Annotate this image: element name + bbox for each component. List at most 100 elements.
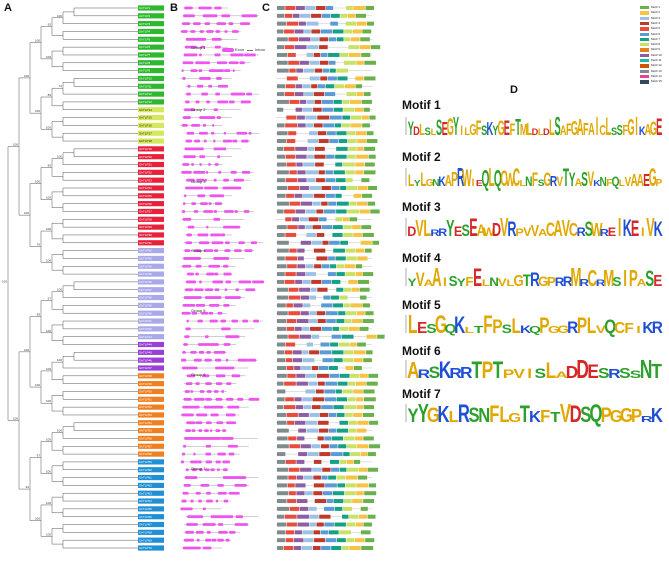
motif-block bbox=[316, 311, 326, 316]
motif-block bbox=[364, 60, 376, 65]
exon-block bbox=[184, 288, 194, 292]
motif-block bbox=[285, 178, 298, 183]
exon-block bbox=[208, 69, 217, 73]
motif-block bbox=[319, 350, 332, 355]
logo-residue: P bbox=[601, 404, 612, 428]
exon-block bbox=[180, 507, 193, 511]
exon-block bbox=[186, 280, 197, 284]
motif-legend-swatch bbox=[640, 27, 649, 31]
motif-block bbox=[336, 146, 348, 151]
motif-block bbox=[356, 491, 364, 496]
motif-block bbox=[319, 45, 328, 50]
motif-block bbox=[353, 232, 363, 237]
logo-residue: Y bbox=[446, 215, 455, 241]
motif-block bbox=[296, 499, 308, 504]
logo-residue: V bbox=[498, 276, 508, 289]
motif-block bbox=[277, 52, 288, 57]
gene-tip-box bbox=[138, 482, 164, 488]
motif-block bbox=[318, 139, 329, 144]
motif-block bbox=[277, 13, 285, 18]
logo-residue: D bbox=[543, 127, 550, 137]
exon-block bbox=[240, 100, 251, 104]
motif-legend-swatch bbox=[640, 6, 649, 10]
motif-block bbox=[303, 162, 315, 167]
exon-block bbox=[206, 100, 210, 104]
exon-block bbox=[183, 155, 196, 159]
bootstrap-label: 100 bbox=[13, 416, 18, 420]
motif-block bbox=[344, 405, 356, 410]
gene-tip-label: GhTLP15 bbox=[139, 116, 152, 120]
exon-block bbox=[184, 476, 198, 479]
motif-block bbox=[330, 295, 339, 300]
motif-block bbox=[339, 459, 347, 464]
motif-block bbox=[285, 272, 296, 277]
motif-block bbox=[277, 21, 287, 26]
exon-block bbox=[221, 390, 225, 393]
gene-tip-box bbox=[138, 224, 164, 230]
motif-6-title: Motif 6 bbox=[402, 344, 441, 358]
motif-block bbox=[322, 467, 331, 472]
motif-block bbox=[361, 52, 371, 57]
motif-block bbox=[286, 76, 298, 81]
motif-block bbox=[356, 522, 363, 527]
motif-block bbox=[331, 436, 344, 441]
motif-block bbox=[355, 381, 366, 386]
motif-block bbox=[296, 491, 305, 496]
motif-block bbox=[329, 139, 339, 144]
motif-block bbox=[331, 452, 343, 457]
motif-legend-swatch bbox=[640, 37, 649, 42]
gene-tip-label: GhTLP50 bbox=[139, 390, 152, 394]
gene-tip-label: GhTLP16 bbox=[139, 123, 152, 127]
motif-block bbox=[320, 342, 330, 347]
logo-residue: V bbox=[416, 270, 425, 291]
gene-tip-box bbox=[138, 521, 164, 528]
exon-block bbox=[185, 37, 207, 41]
logo-residue: P bbox=[656, 178, 663, 189]
motif-block bbox=[355, 264, 363, 269]
exon-block bbox=[202, 123, 207, 127]
motif-block bbox=[337, 201, 349, 206]
motif-block bbox=[324, 92, 336, 97]
motif-block bbox=[339, 326, 349, 331]
motif-block bbox=[367, 514, 376, 519]
panel-label-d: D bbox=[510, 84, 518, 96]
logo-residue: W bbox=[505, 170, 515, 191]
motif-block bbox=[277, 146, 284, 151]
exon-block bbox=[187, 84, 191, 88]
exon-block bbox=[215, 92, 220, 96]
logo-residue: P bbox=[482, 357, 494, 383]
gene-tip-label: GhTLP5 bbox=[139, 37, 151, 41]
motif-block bbox=[349, 217, 358, 222]
logo-residue: E bbox=[504, 115, 510, 140]
motif-block bbox=[295, 279, 303, 284]
exon-block bbox=[183, 538, 190, 542]
exon-block bbox=[217, 483, 224, 487]
motif-block bbox=[298, 412, 309, 417]
motif-block bbox=[286, 193, 294, 198]
motif-block bbox=[311, 334, 320, 339]
motif-block bbox=[308, 217, 319, 222]
logo-residue: S bbox=[481, 123, 487, 138]
motif-block bbox=[311, 13, 322, 18]
motif-block bbox=[332, 232, 343, 237]
logo-residue: R bbox=[530, 268, 540, 290]
exon-block bbox=[185, 100, 190, 104]
motif-block bbox=[311, 366, 319, 370]
logo-residue: G bbox=[469, 120, 476, 138]
bootstrap-label: 89 bbox=[48, 93, 52, 97]
motif-block bbox=[317, 115, 330, 120]
motif-block bbox=[321, 186, 331, 190]
motif-block bbox=[309, 350, 320, 355]
motif-block bbox=[363, 92, 371, 97]
motif-block bbox=[306, 170, 318, 175]
bootstrap-label: 100 bbox=[46, 470, 51, 474]
logo-residue: A bbox=[575, 177, 583, 189]
exon-block bbox=[198, 499, 202, 503]
motif-block bbox=[368, 483, 377, 488]
gene-tip-label: GhTLP49 bbox=[139, 382, 152, 386]
motif-block bbox=[349, 514, 359, 519]
exon-block bbox=[213, 210, 218, 213]
motif-block bbox=[348, 381, 356, 386]
gene-tip-label: GhTLP67 bbox=[139, 523, 152, 527]
exon-block bbox=[234, 483, 247, 487]
